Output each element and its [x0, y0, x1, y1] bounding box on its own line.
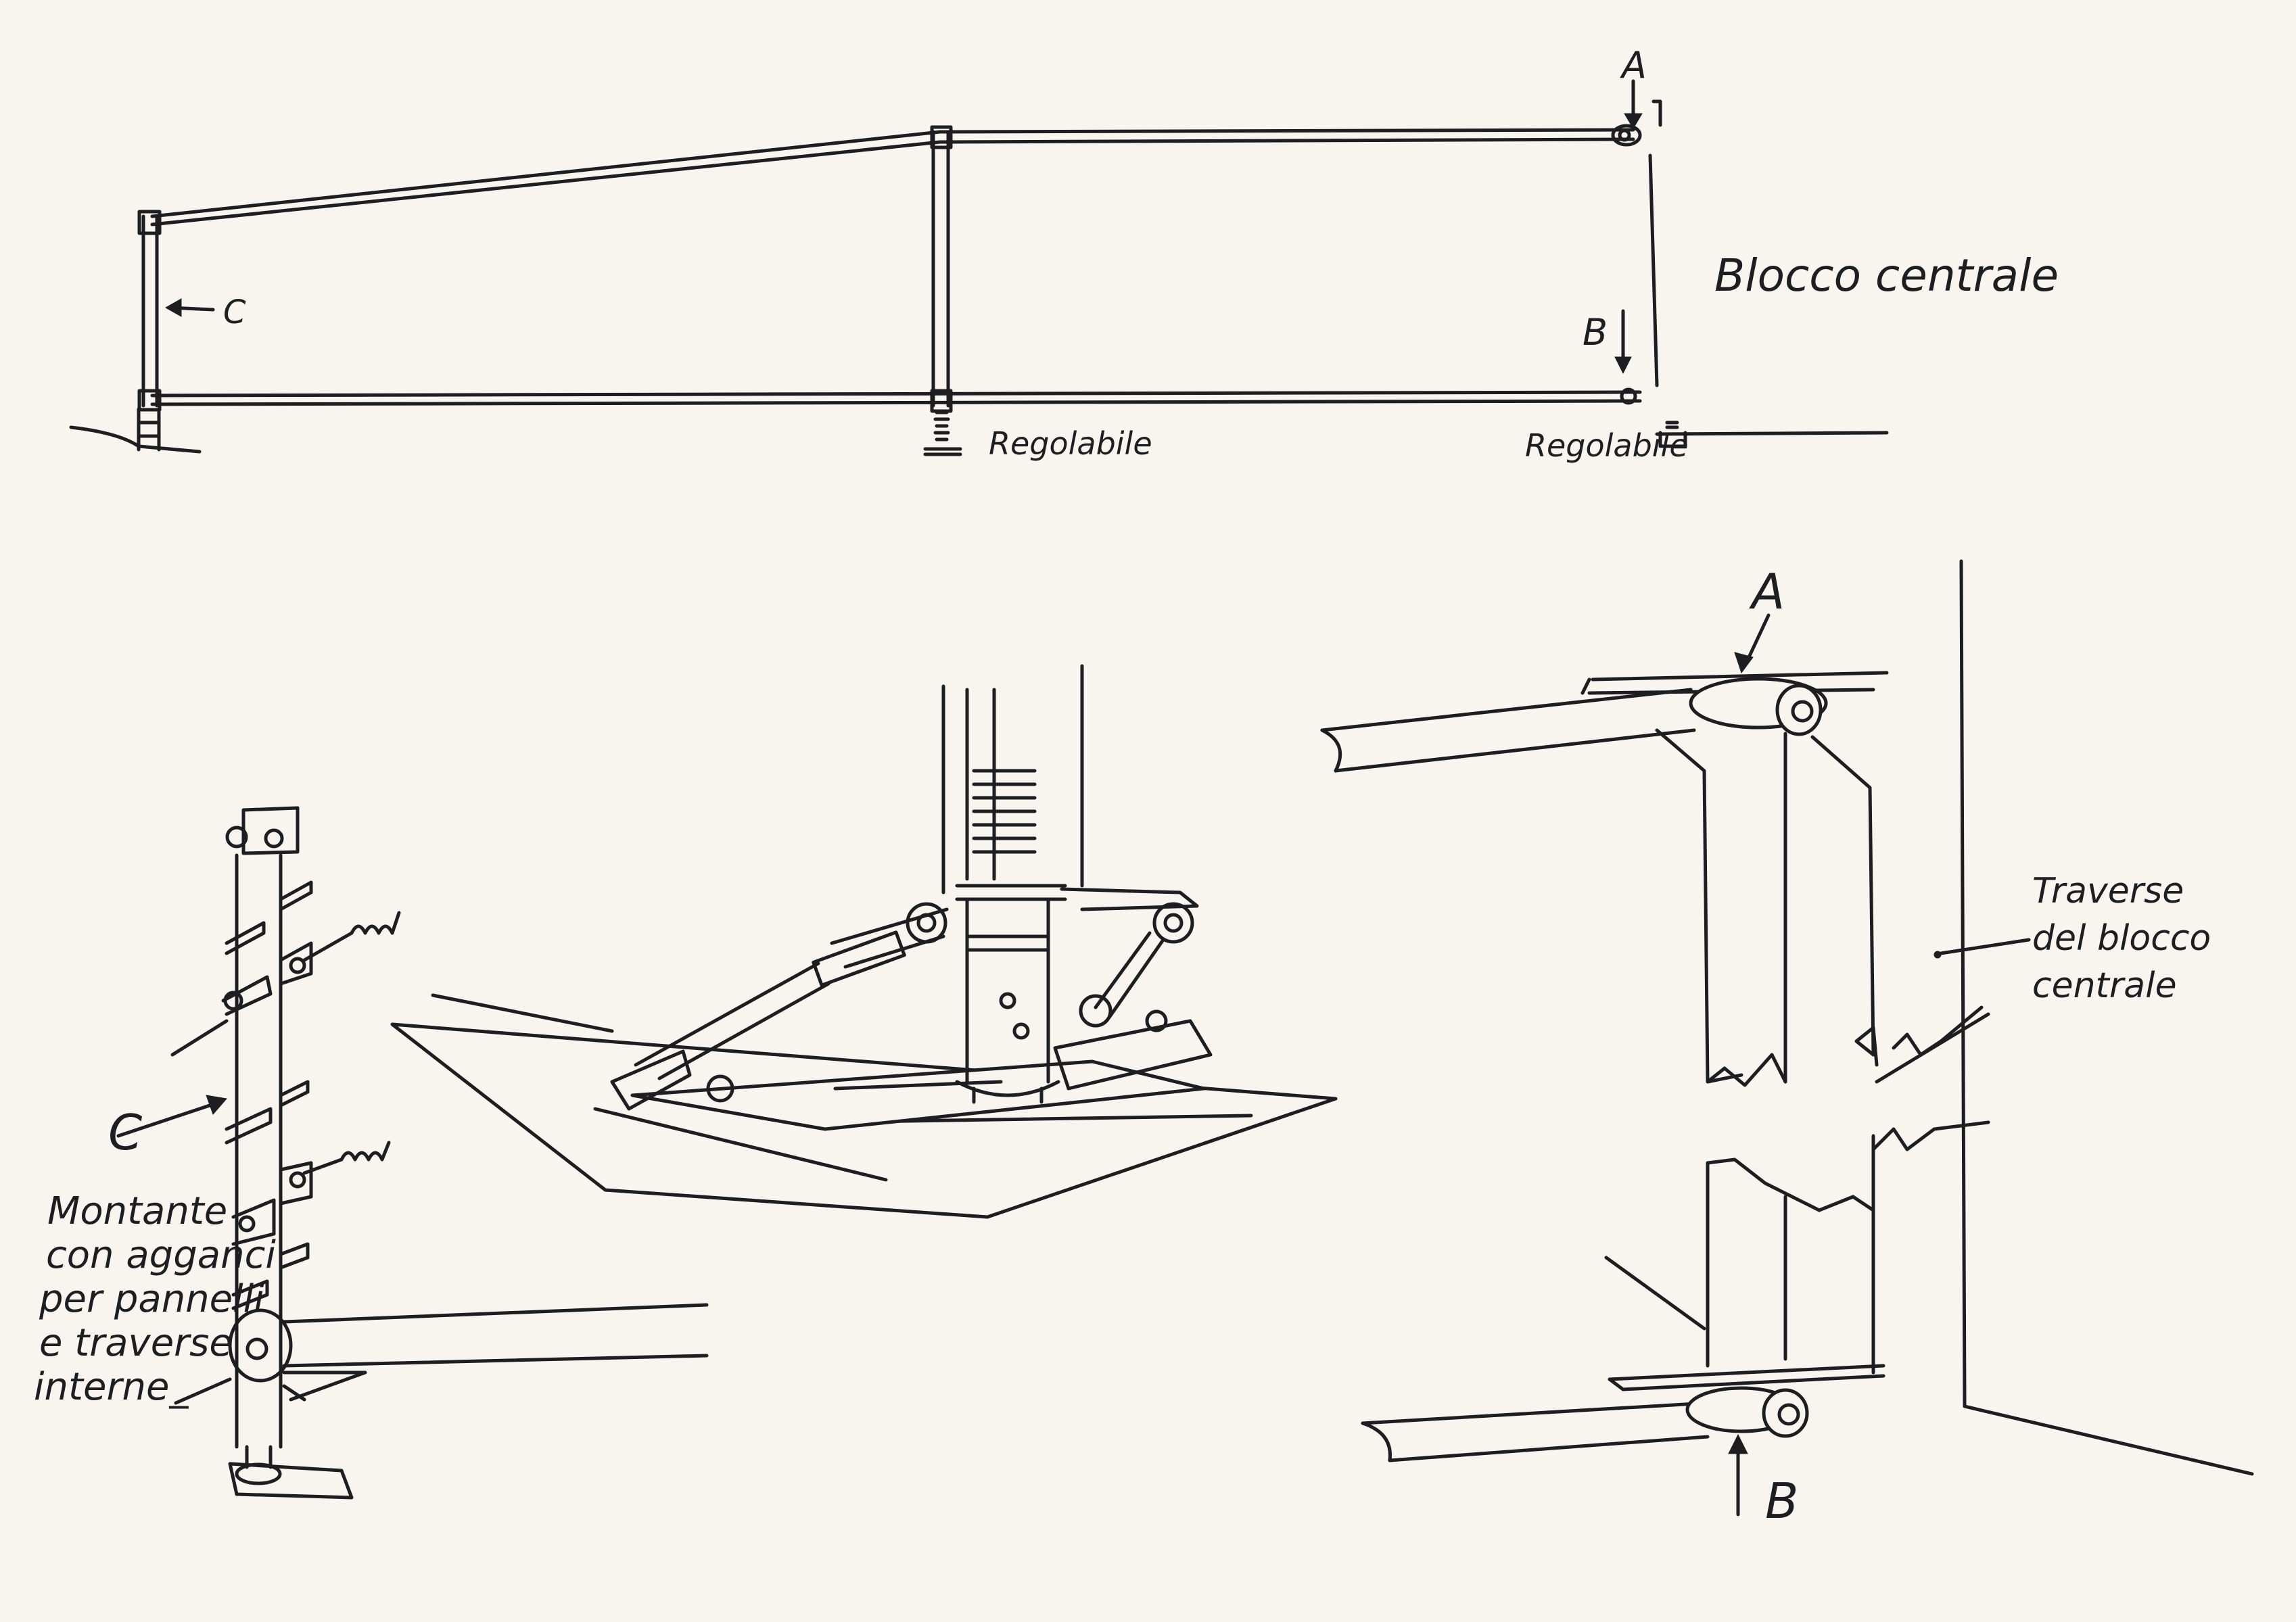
- post-detail-view: C Montante con agganci per pannelli e tr…: [34, 806, 709, 1500]
- joint-detail-view: A B Traverse del blocco centrale: [1320, 559, 2254, 1529]
- traverse-label-line2: del blocco: [2032, 918, 2211, 959]
- foot-detail-view: [390, 664, 1338, 1219]
- post-label-line1: Montante: [47, 1189, 227, 1233]
- adjustable-label-middle: Regolabile: [989, 425, 1152, 462]
- marker-a-detail: A: [1749, 563, 1785, 620]
- marker-a-top: A: [1620, 44, 1647, 87]
- marker-b-detail: B: [1765, 1473, 1798, 1529]
- marker-c-detail: C: [108, 1104, 143, 1161]
- post-label-line5: interne_: [34, 1365, 189, 1409]
- marker-c-top: C: [223, 293, 246, 331]
- post-label-line3: per pannelli: [39, 1277, 264, 1321]
- traverse-label-line3: centrale: [2032, 965, 2177, 1006]
- elevation-arrowheads: [164, 113, 1643, 375]
- traverse-label-line1: Traverse: [2032, 871, 2184, 911]
- elevation-frame: [69, 79, 1889, 456]
- central-block-label: Blocco centrale: [1714, 249, 2059, 302]
- elevation-view: Blocco centrale Regolabile Regolabile A …: [69, 44, 2059, 464]
- post-label-line4: e traverse: [39, 1321, 233, 1365]
- adjustable-label-right: Regolabile: [1525, 427, 1689, 464]
- marker-b-top: B: [1583, 311, 1608, 354]
- post-label-line2: con agganci: [46, 1233, 276, 1277]
